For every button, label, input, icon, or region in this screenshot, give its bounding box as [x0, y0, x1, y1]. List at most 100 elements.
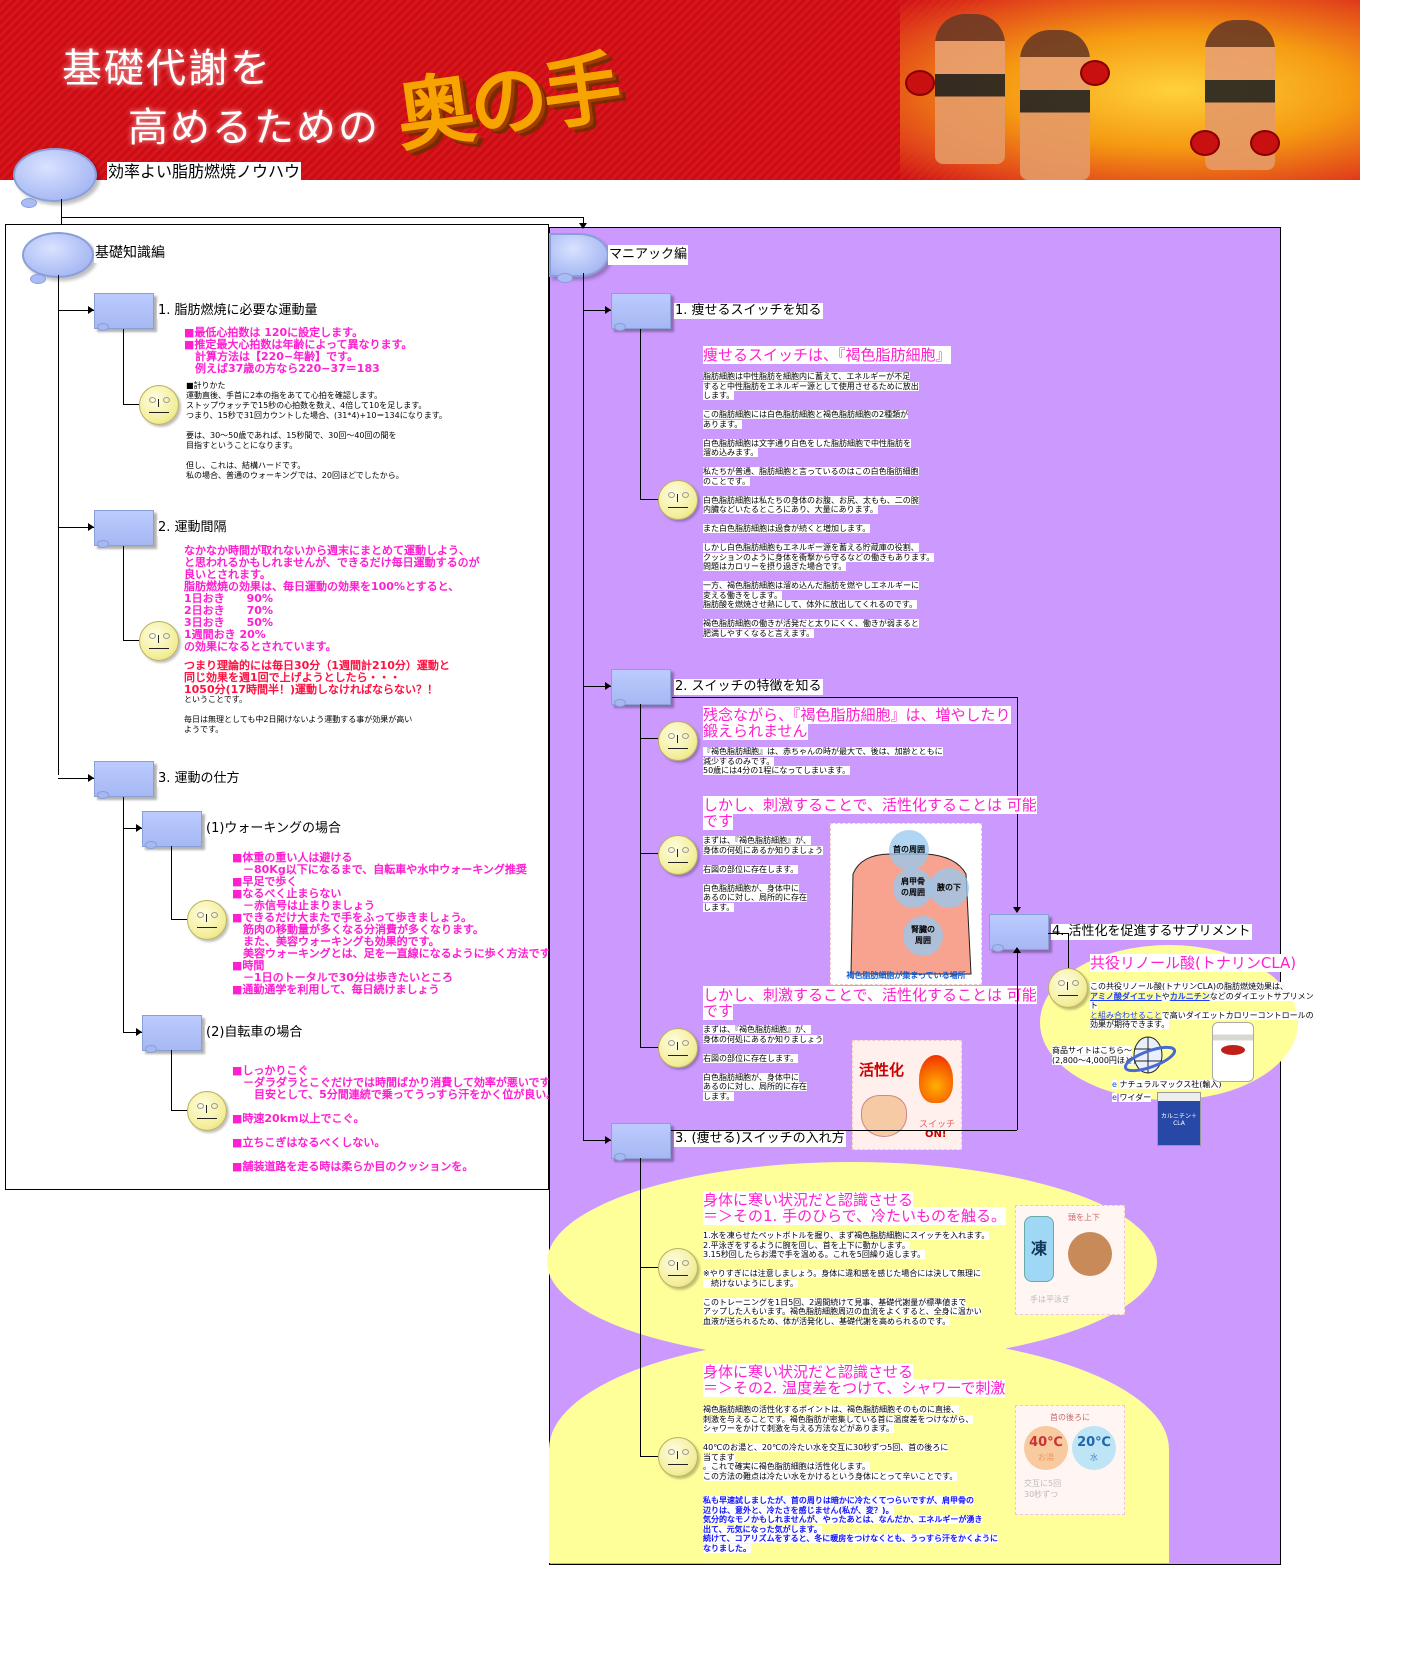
neck-area-marker: 首の周囲	[889, 830, 929, 870]
figure-caption: 褐色脂肪細胞が集まっている場所	[846, 971, 966, 980]
text-line: まずは、『褐色脂肪細胞』が、	[703, 836, 811, 845]
text-line: 肥満しやすくなると言えます。	[703, 628, 815, 638]
root-node-bubble[interactable]	[13, 148, 97, 208]
section3-node[interactable]	[94, 761, 154, 799]
bicycle-label[interactable]: (2)自転車の場合	[205, 1025, 304, 1041]
text-line: クッションのように身体を衝撃から守るなどの働きもあります。	[703, 552, 935, 562]
face-node[interactable]	[658, 480, 698, 520]
text-line: 褐色脂肪細胞の働きが活発だと太りにくく、働きが弱まると	[703, 619, 919, 628]
root-node-label[interactable]: 効率よい脂肪燃焼ノウハウ	[107, 162, 302, 182]
shop-link-naturalmax[interactable]: e ナチュラルマックス社(輸入)	[1112, 1080, 1222, 1089]
maniac-section2-node[interactable]	[611, 669, 671, 707]
arrow-icon	[605, 682, 615, 690]
section1-label[interactable]: 1. 脂肪燃焼に必要な運動量	[157, 303, 319, 319]
arrow-icon	[1013, 907, 1021, 917]
text-line: 50歳には4分の1程になってしまいます。	[703, 766, 851, 775]
walking-node[interactable]	[142, 811, 202, 849]
text-line: 1050分(17時間半！)運動しなければならない？！	[184, 683, 438, 696]
cannot-increase-heading: 残念ながら、『褐色脂肪細胞』は、増やしたり鍛えられません	[703, 706, 1011, 740]
arrow-icon	[605, 306, 615, 314]
text-line: 2日おき 70%	[184, 604, 273, 617]
banner-fighter-image	[935, 14, 1005, 164]
connector	[640, 329, 641, 499]
connector	[640, 704, 641, 1047]
boxing-glove-icon	[1190, 130, 1220, 156]
maniac-section1-node[interactable]	[611, 293, 671, 331]
connector	[123, 329, 124, 404]
text-line: 1.水を凍らせたペットボトルを握り、まず褐色脂肪細胞にスイッチを入れます。	[703, 1231, 990, 1240]
text-line: 要は、30〜50歳であれば、15秒間で、30回〜40回の間を	[186, 431, 397, 440]
text-line: しかし、刺激することで、活性化することは 可能	[703, 986, 1037, 1004]
switch-figure-on: ON!	[925, 1129, 947, 1140]
text-line: 出て、元気になった気がします。	[703, 1524, 822, 1534]
connector	[640, 1047, 658, 1048]
face-node[interactable]	[187, 900, 227, 940]
text-line: この方法の難点は冷たい水をかけるという身体にとって辛いことです。	[703, 1471, 958, 1481]
text-line: と思われるかもしれませんが、できるだけ毎日運動するのが	[184, 556, 480, 569]
face-node[interactable]	[139, 385, 179, 425]
section2-conclusion: つまり理論的には毎日30分（1週間計210分）運動と同じ効果を週1回で上げようと…	[184, 660, 450, 696]
text-line: しかし白色脂肪細胞もエネルギー源を蓄える貯蔵庫の役割、	[703, 543, 919, 552]
face-node[interactable]	[658, 1437, 698, 1477]
method2-figure: 首の後ろに 40℃ お湯 20℃ 水 交互に5回 30秒ずつ	[1015, 1405, 1125, 1515]
flame-icon	[919, 1055, 953, 1103]
amino-acid-diet-link[interactable]: アミノ酸ダイエット	[1090, 991, 1162, 1001]
section2-notes: ということです。 毎日は無理としても中2日開けないよう運動する事が効果が高いよう…	[184, 695, 412, 735]
text-line: あります。	[703, 419, 743, 429]
text-line: 私も早速試しましたが、首の周りは暗かに冷たくてつらいですが、肩甲骨の	[703, 1496, 975, 1505]
text-line: ■早足で歩く	[232, 875, 298, 888]
maniac-section1-label[interactable]: 1. 痩せるスイッチを知る	[674, 303, 823, 319]
section2-label[interactable]: 2. 運動間隔	[157, 520, 228, 536]
section2-node[interactable]	[94, 510, 154, 548]
face-node[interactable]	[658, 1028, 698, 1068]
text-line: の効果になるとされています。	[184, 640, 337, 653]
basics-node-bubble[interactable]	[22, 232, 94, 284]
connector	[58, 527, 94, 528]
shop-link-weider[interactable]: e ワイダー	[1112, 1093, 1152, 1102]
carnitine-link[interactable]: カルニチン	[1169, 991, 1210, 1001]
text-line	[703, 1044, 823, 1054]
walking-label[interactable]: (1)ウォーキングの場合	[205, 821, 343, 837]
text-line: 右図の部位に存在します。	[703, 864, 799, 874]
connector	[171, 1110, 187, 1111]
text-line: 刺激を与えることです。褐色脂肪が密集している首に温度差をつけながら、	[703, 1414, 974, 1424]
face-node[interactable]	[1048, 968, 1088, 1008]
connector	[672, 697, 1017, 698]
method2-figure-top: 首の後ろに	[1050, 1413, 1090, 1422]
text-line: 目指すということになります。	[186, 441, 298, 450]
text-line	[703, 855, 823, 865]
text-line: 例えば37歳の方なら220−37＝183	[184, 362, 380, 375]
text-line: 辺りは、意外と、冷たさを感じません(私が、変？)。	[703, 1505, 894, 1515]
connector	[171, 846, 172, 919]
maniac-node-label[interactable]: マニアック編	[608, 245, 689, 265]
maniac-section2-label[interactable]: 2. スイッチの特徴を知る	[674, 679, 823, 695]
face-node[interactable]	[139, 621, 179, 661]
maniac-section4-label[interactable]: 4. 活性化を促進するサプリメント	[1051, 924, 1252, 940]
maniac-section3-label[interactable]: 3. (痩せる)スイッチの入れ方	[674, 1131, 846, 1147]
arrow-icon	[1013, 943, 1021, 953]
basics-node-label[interactable]: 基礎知識編	[94, 243, 166, 263]
section1-node[interactable]	[94, 293, 154, 331]
globe-icon[interactable]	[1122, 1035, 1178, 1077]
face-node[interactable]	[658, 721, 698, 761]
connector	[58, 310, 94, 311]
face-node[interactable]	[658, 835, 698, 875]
face-node[interactable]	[187, 1091, 227, 1131]
armpit-marker: 腋の下	[929, 868, 969, 908]
maniac-section3-node[interactable]	[611, 1123, 671, 1161]
section3-label[interactable]: 3. 運動の仕方	[157, 771, 241, 787]
walking-tips: ■体重の重い人は避ける －80Kg以下になるまで、自転車や水中ウォーキング推奨■…	[232, 852, 561, 996]
combination-link[interactable]: と組み合わせること	[1090, 1010, 1162, 1020]
text-line: ■しっかりこぐ	[232, 1064, 309, 1077]
cold-temp: 20℃	[1077, 1435, 1111, 1450]
text-line: また、美容ウォーキングも効果的です。	[232, 935, 440, 948]
text-line: 1週間おき 20%	[184, 628, 266, 641]
text-line	[703, 874, 823, 884]
text-line: です	[703, 812, 734, 830]
bicycle-node[interactable]	[142, 1015, 202, 1053]
arrow-icon	[88, 523, 98, 531]
activation-possible-heading: しかし、刺激することで、活性化することは 可能です	[703, 796, 1037, 830]
text-line: ■時速20km以上でこぐ。	[232, 1112, 365, 1125]
maniac-node-bubble[interactable]	[549, 233, 609, 283]
face-node[interactable]	[658, 1248, 698, 1288]
